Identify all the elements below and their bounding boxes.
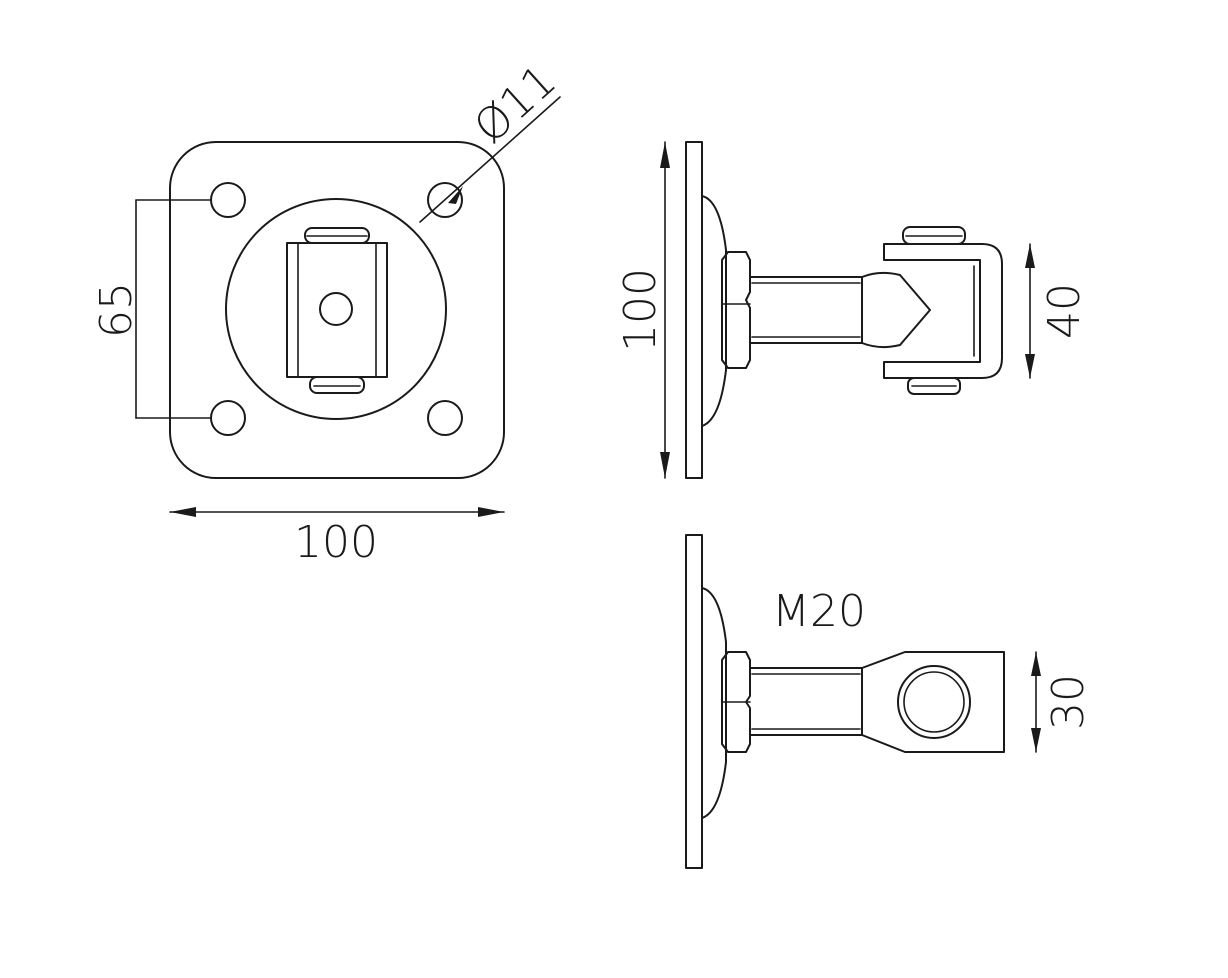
dim-side-height: 100 [615, 141, 670, 479]
front-view: 65 100 Ø11 [91, 55, 566, 568]
dim-hole-diameter: Ø11 [419, 55, 566, 223]
base-plate [169, 141, 505, 479]
dim-hole-spacing-label: 65 [91, 282, 142, 338]
top-eye-inner [903, 671, 965, 733]
dim-eye-height-label: 40 [1039, 283, 1090, 339]
thread-label: M20 [772, 586, 866, 637]
dim-hole-diameter-label: Ø11 [465, 55, 566, 154]
dim-eye-width-label: 30 [1043, 674, 1094, 730]
dim-plate-width-label: 100 [294, 517, 378, 568]
side-view: 100 40 [615, 141, 1090, 479]
pin-bottom-cap [309, 376, 365, 394]
top-nut [721, 651, 751, 753]
pin-top-cap [304, 227, 370, 244]
side-top-pin-cap [902, 226, 966, 245]
side-knuckle [861, 271, 931, 349]
top-eye-body [861, 651, 1005, 753]
side-u-bracket [883, 243, 1003, 379]
mount-hole-top-right [427, 182, 463, 218]
dim-eye-width: 30 [1031, 651, 1094, 753]
pin-housing [286, 242, 388, 378]
dim-side-height-label: 100 [615, 268, 666, 352]
dim-hole-spacing: 65 [91, 199, 211, 419]
mount-hole-bottom-left [210, 400, 246, 436]
top-eye-outer [897, 665, 971, 739]
side-nut [721, 251, 751, 369]
pin-bore [319, 292, 353, 326]
mount-hole-bottom-right [427, 400, 463, 436]
top-view: M20 30 [685, 534, 1094, 869]
weld-boss [225, 198, 447, 420]
dim-plate-width: 100 [169, 507, 505, 568]
top-plate [685, 534, 703, 869]
dim-eye-height: 40 [1025, 243, 1090, 379]
mount-hole-top-left [210, 182, 246, 218]
side-bottom-pin-cap [907, 377, 961, 395]
side-weld-dome [701, 195, 727, 427]
side-plate [685, 141, 703, 479]
